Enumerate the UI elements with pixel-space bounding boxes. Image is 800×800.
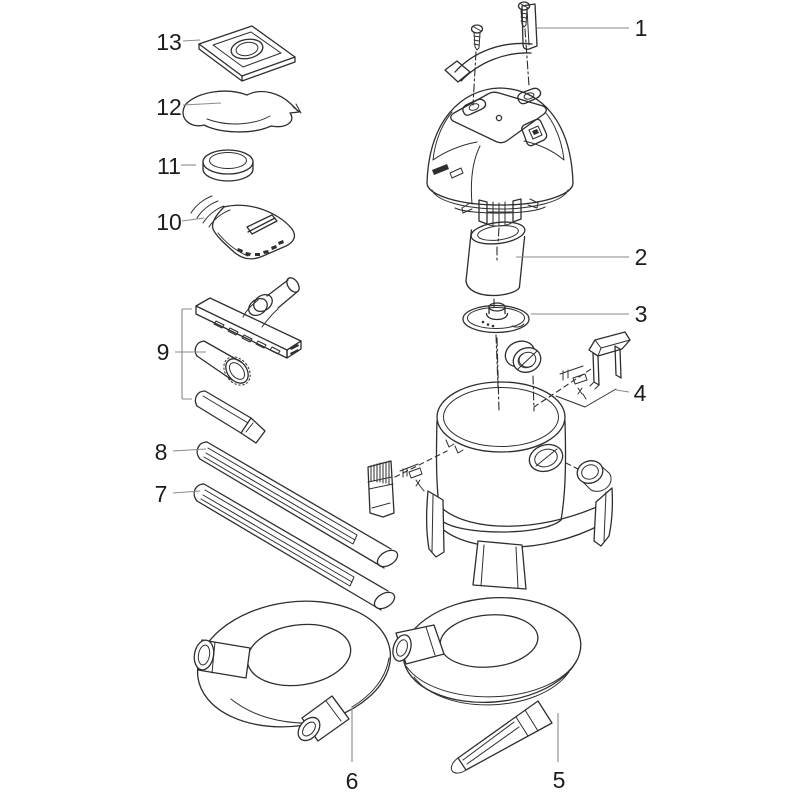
diagram-artwork (183, 2, 630, 773)
part-label-13: 13 (156, 29, 182, 55)
leader-line-12 (183, 103, 221, 105)
part-label-6: 6 (346, 768, 359, 794)
part-label-5: 5 (553, 767, 566, 793)
leader-line-13 (183, 40, 200, 41)
part-13-filter-cover-plate (199, 26, 295, 81)
latch-clip-left (368, 440, 463, 517)
part-11-connection-ring (203, 150, 253, 181)
leader-lines (173, 28, 629, 762)
leader-line-10 (182, 218, 204, 221)
leader-bracket-9 (175, 309, 206, 399)
part-1-handle-and-screws (445, 2, 537, 105)
part-9-sleeve (195, 341, 255, 390)
part-7-extension-tube (194, 484, 397, 612)
part-9-crevice-nozzle (195, 391, 265, 443)
motor-head (427, 88, 573, 261)
tank-inlet-fitting (501, 337, 544, 377)
part-10-wide-suction-nozzle (191, 196, 294, 259)
tank-base-stand (427, 488, 613, 589)
part-12-filter-bag (183, 91, 301, 132)
leader-line-7 (173, 491, 200, 493)
callout-labels: 1 2 3 4 5 6 7 8 9 10 11 12 13 (155, 15, 648, 794)
part-label-7: 7 (155, 481, 168, 507)
part-2-foam-filter (466, 219, 526, 308)
part-label-3: 3 (635, 301, 648, 327)
part-label-2: 2 (635, 244, 648, 270)
part-4-latch-clip-right (534, 332, 630, 407)
part-label-11: 11 (157, 153, 181, 179)
part-3-float-disc (463, 303, 529, 387)
part-label-10: 10 (156, 209, 182, 235)
part-label-1: 1 (635, 15, 648, 41)
part-5-outlet-hose (390, 590, 585, 773)
part-label-9: 9 (157, 339, 170, 365)
part-label-12: 12 (156, 94, 182, 120)
part-6-suction-hose (189, 589, 398, 745)
part-label-4: 4 (634, 380, 647, 406)
leader-line-4 (616, 390, 629, 392)
collection-tank (436, 338, 611, 532)
leader-line-8 (173, 449, 206, 451)
part-8-extension-tube (197, 442, 400, 570)
part-label-8: 8 (155, 439, 168, 465)
part-9-floor-nozzle (196, 276, 302, 358)
